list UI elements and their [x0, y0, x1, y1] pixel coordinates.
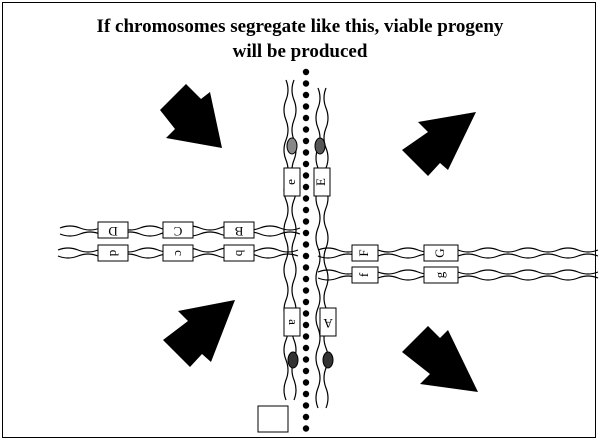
plate-dot	[302, 241, 310, 248]
plate-dot	[302, 298, 310, 306]
plate-dot	[302, 206, 310, 214]
plate-dot	[302, 321, 310, 329]
gene-box-B: B	[223, 221, 255, 239]
plate-dot	[302, 91, 310, 99]
plate-dot	[302, 68, 310, 76]
plate-dot	[302, 390, 310, 398]
plate-dot	[302, 275, 310, 283]
title-line-2: will be produced	[232, 41, 368, 62]
gene-box-a: a	[283, 307, 301, 337]
plate-dot	[302, 287, 310, 294]
slide-frame	[2, 2, 596, 438]
arrow-bottom-left-icon	[163, 300, 235, 367]
svg-text:B: B	[234, 224, 243, 239]
title-line-1: If chromosomes segregate like this, viab…	[96, 16, 504, 37]
plate-dot	[302, 229, 310, 237]
gene-box-f: f	[351, 266, 379, 284]
svg-text:e: e	[283, 179, 298, 185]
plate-dot	[302, 149, 310, 156]
plate-dot	[302, 218, 310, 225]
gene-box-F: F	[351, 244, 379, 262]
plate-dot	[302, 80, 310, 87]
gene-box-D: D	[97, 221, 129, 239]
plate-dot	[302, 333, 310, 340]
plate-dot	[302, 402, 310, 409]
plate-dot	[302, 264, 310, 271]
metaphase-plate	[302, 68, 310, 432]
plate-dot	[302, 310, 310, 317]
centromere-bottom-left	[287, 351, 299, 369]
centromere-top-right	[314, 137, 326, 155]
plate-dot	[302, 425, 310, 432]
plate-dot	[302, 413, 310, 421]
gene-box-C: C	[162, 221, 194, 239]
empty-box	[257, 405, 289, 433]
gene-box-G: G	[423, 244, 459, 262]
svg-text:g: g	[432, 271, 447, 278]
plate-dot	[302, 137, 310, 145]
plate-dot	[302, 160, 310, 168]
plate-dot	[302, 379, 310, 386]
svg-text:A: A	[323, 316, 333, 331]
plate-dot	[302, 172, 310, 179]
arrow-bottom-right-icon	[402, 326, 478, 392]
svg-text:c: c	[172, 250, 187, 256]
arrow-top-left-icon	[160, 84, 222, 148]
arrow-top-right-icon	[402, 112, 476, 176]
svg-text:E: E	[313, 178, 328, 186]
svg-text:F: F	[356, 249, 371, 256]
centromere-top-left	[286, 137, 298, 155]
gene-box-c: c	[162, 244, 194, 262]
gene-box-E: E	[313, 167, 331, 197]
plate-dot	[302, 126, 310, 133]
gene-box-g: g	[423, 266, 459, 284]
centromere-bottom-right	[322, 351, 334, 369]
svg-text:f: f	[356, 272, 371, 277]
plate-dot	[302, 344, 310, 352]
plate-dot	[302, 114, 310, 122]
plate-dot	[302, 183, 310, 191]
plate-dot	[302, 103, 310, 110]
gene-box-e: e	[283, 167, 301, 197]
plate-dot	[302, 356, 310, 363]
svg-text:a: a	[286, 319, 301, 325]
gene-box-A: A	[319, 307, 337, 337]
svg-text:b: b	[233, 250, 248, 257]
plate-dot	[302, 195, 310, 202]
gene-box-d: d	[97, 244, 129, 262]
gene-box-b: b	[223, 244, 255, 262]
plate-dot	[302, 252, 310, 260]
slide-title: If chromosomes segregate like this, viab…	[0, 14, 600, 64]
svg-text:d: d	[107, 250, 122, 257]
svg-text:G: G	[432, 248, 447, 257]
plate-dot	[302, 367, 310, 375]
svg-text:C: C	[174, 224, 183, 239]
svg-text:D: D	[108, 224, 117, 239]
